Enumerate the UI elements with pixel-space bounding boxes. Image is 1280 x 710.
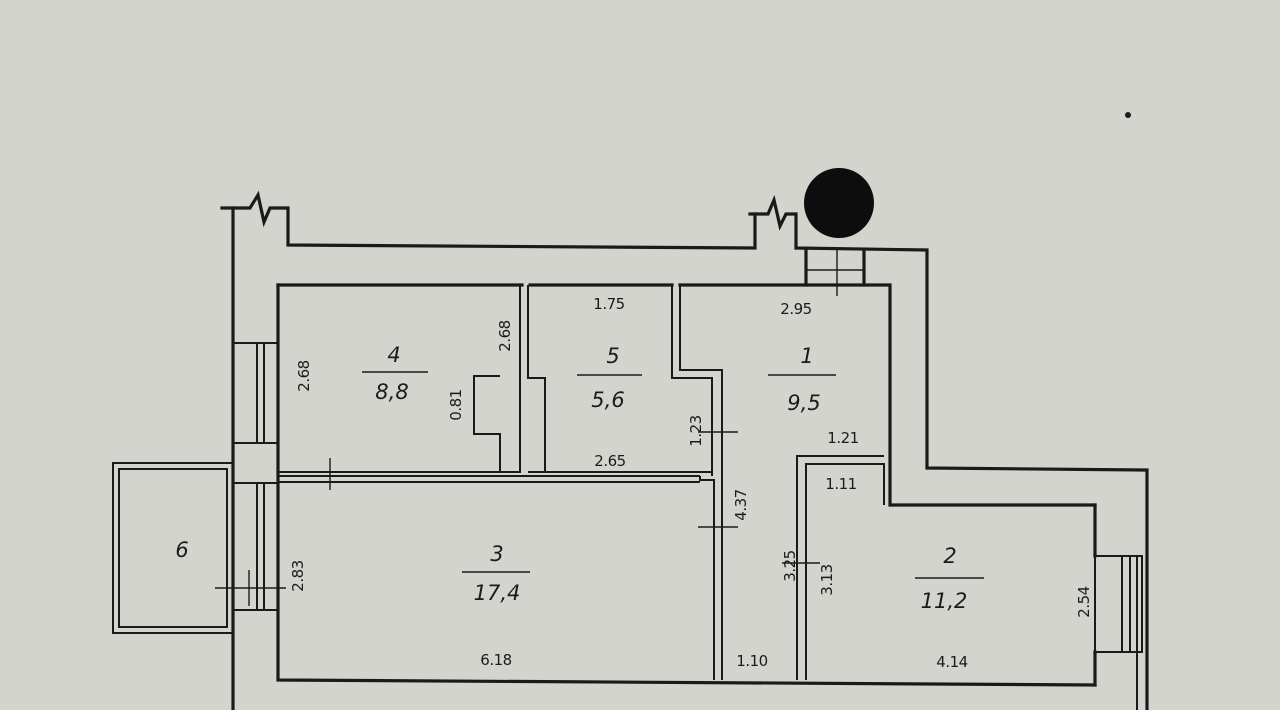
dim-room4-right-height: 2.68 <box>496 320 514 351</box>
room-label-1: 1 9,5 <box>768 344 836 415</box>
dot <box>1125 112 1131 118</box>
dim-corridor-width: 3.25 <box>781 550 799 581</box>
room-area: 5,6 <box>591 388 624 412</box>
dim-room5-top: 1.75 <box>593 295 624 313</box>
room-5-walls <box>528 285 723 680</box>
room-number: 1 <box>800 344 813 368</box>
dim-corridor-lower: 1.11 <box>825 475 856 493</box>
dim-room4-niche: 0.81 <box>447 389 465 420</box>
room-area: 11,2 <box>921 589 968 613</box>
room-area: 8,8 <box>375 380 408 404</box>
dim-room2-left: 3.13 <box>818 564 836 595</box>
balcony-room-6 <box>112 342 286 634</box>
dim-room4-height: 2.68 <box>295 360 313 391</box>
outer-top-wall <box>220 190 1149 710</box>
black-marker <box>804 168 874 238</box>
dim-room5-bottom: 2.65 <box>594 452 625 470</box>
dim-corridor-bottom: 1.10 <box>736 652 767 670</box>
door-ticks <box>329 431 820 564</box>
room-label-3: 3 17,4 <box>462 542 530 605</box>
dim-corridor-door: 1.23 <box>687 415 705 446</box>
dim-room2-bottom: 4.14 <box>936 653 967 671</box>
room-label-2: 2 11,2 <box>915 544 984 613</box>
dim-corridor-length: 4.37 <box>732 489 750 520</box>
room-number: 2 <box>943 544 956 568</box>
room-3-walls <box>278 476 715 680</box>
inner-walls <box>276 283 1143 687</box>
dim-room3-left: 2.83 <box>289 560 307 591</box>
dim-room1-top: 2.95 <box>780 300 811 318</box>
room-area: 17,4 <box>474 581 521 605</box>
dim-room2-right: 2.54 <box>1075 586 1093 617</box>
room-label-5: 5 5,6 <box>577 344 642 412</box>
room-4-walls <box>278 285 700 477</box>
room-number: 4 <box>387 343 400 367</box>
room-number-6: 6 <box>175 538 188 562</box>
room-2-walls <box>796 455 885 680</box>
room-number: 5 <box>606 344 619 368</box>
dim-corridor-upper: 1.21 <box>827 429 858 447</box>
dimension-labels: 2.68 2.68 0.81 1.75 2.65 2.95 1.23 1.21 … <box>289 295 1093 671</box>
room-area: 9,5 <box>787 391 820 415</box>
room-number: 3 <box>490 542 503 566</box>
dim-room3-bottom: 6.18 <box>480 651 511 669</box>
room-label-4: 4 8,8 <box>362 343 428 404</box>
vent-shaft <box>804 248 866 296</box>
